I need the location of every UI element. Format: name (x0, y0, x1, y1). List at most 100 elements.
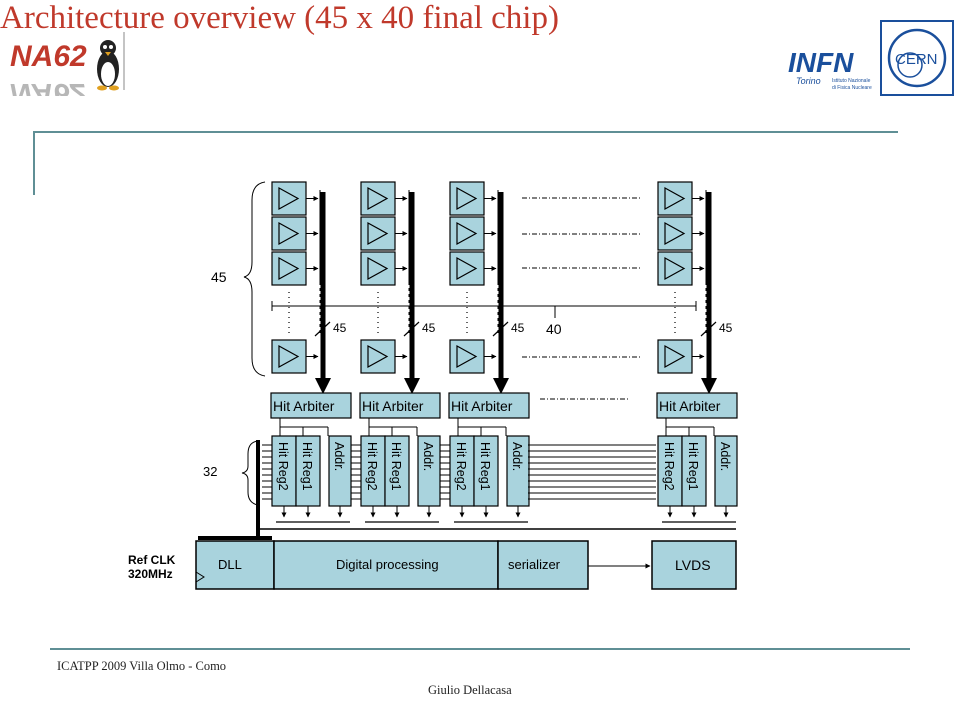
clock-input-icon (195, 571, 205, 583)
hit-reg1-label: Hit Reg1 (300, 442, 314, 491)
amplifier-icon (456, 344, 478, 369)
hit-reg2-label: Hit Reg2 (365, 442, 379, 491)
infn-logo-sub: Torino (796, 76, 821, 86)
hit-reg1-register (473, 435, 499, 507)
register-bus-lines (258, 444, 736, 530)
pixel-cell (657, 251, 693, 286)
hit-arbiter-label: Hit Arbiter (451, 398, 513, 414)
amplifier-icon (278, 186, 300, 211)
pixel-cell (449, 339, 485, 374)
infn-logo-caption-2: di Fisica Nucleare (832, 85, 872, 91)
amplifier-icon (278, 344, 300, 369)
lvds-label: LVDS (675, 557, 711, 573)
pixel-cell (657, 216, 693, 251)
rows-brace: 45 (211, 181, 266, 377)
top-rule (33, 131, 898, 133)
amplifier-icon (367, 344, 389, 369)
amplifier-icon (664, 256, 686, 281)
amplifier-icon (664, 186, 686, 211)
amplifier-icon (456, 186, 478, 211)
hit-arbiter-block (270, 392, 352, 419)
hit-arbiter-label: Hit Arbiter (362, 398, 424, 414)
amplifier-icon (664, 344, 686, 369)
footer-author: Giulio Dellacasa (428, 683, 512, 697)
amplifier-icon (664, 221, 686, 246)
pixel-cell (271, 216, 307, 251)
ref-clk-label: Ref CLK (128, 553, 176, 567)
hit-reg1-label: Hit Reg1 (478, 442, 492, 491)
hit-reg2-label: Hit Reg2 (276, 442, 290, 491)
hit-reg1-label: Hit Reg1 (686, 442, 700, 491)
pixel-cell (360, 339, 396, 374)
hit-arbiter-block (359, 392, 441, 419)
serializer-block (497, 540, 589, 590)
serializer-label: serializer (508, 557, 561, 572)
infn-logo-caption-1: Istituto Nazionale (832, 78, 871, 84)
hit-arbiter-block (656, 392, 738, 419)
pixel-cell (360, 181, 396, 216)
columns-dimension: 40 (271, 301, 697, 337)
pixel-cell (449, 216, 485, 251)
addr-label: Addr. (718, 442, 732, 471)
registers-brace: 32 (203, 440, 259, 506)
ref-clk-frequency-label: 320MHz (128, 567, 173, 581)
pixel-cell (271, 339, 307, 374)
pixel-cell (657, 181, 693, 216)
cern-logo-text: CERN (895, 51, 938, 68)
pixel-cell (449, 251, 485, 286)
bottom-rule (50, 648, 910, 650)
addr-label: Addr. (332, 442, 346, 471)
amplifier-icon (367, 221, 389, 246)
hit-reg2-register (449, 435, 475, 507)
amplifier-icon (456, 221, 478, 246)
digital-processing-label: Digital processing (336, 557, 439, 572)
columns-count-label: 40 (546, 321, 562, 337)
pixel-cell (657, 339, 693, 374)
infn-logo: INFN Torino Istituto Nazionale di Fisica… (786, 40, 876, 98)
processing-chain: DLL Digital processing serializer LVDS R… (128, 440, 737, 590)
hit-arbiter-label: Hit Arbiter (273, 398, 335, 414)
amplifier-icon (278, 256, 300, 281)
dll-block (195, 540, 275, 590)
pixel-cell (360, 251, 396, 286)
bus-width-label: 45 (511, 321, 525, 335)
lvds-block (651, 540, 737, 590)
hit-reg1-register (295, 435, 321, 507)
na62-logo: NA62 NA62 (8, 24, 126, 110)
dll-label: DLL (218, 557, 242, 572)
hit-reg2-register (360, 435, 386, 507)
hit-arbiter-block (448, 392, 530, 419)
bus-width-label: 45 (333, 321, 347, 335)
registers-count-label: 32 (203, 464, 217, 479)
pixel-cell (271, 181, 307, 216)
penguin-icon (97, 40, 119, 91)
na62-logo-text: NA62 (10, 40, 87, 73)
pixel-cell (271, 251, 307, 286)
rows-count-label: 45 (211, 269, 227, 285)
pixel-cell (360, 216, 396, 251)
footer-event: ICATPP 2009 Villa Olmo - Como (57, 659, 227, 673)
amplifier-icon (367, 186, 389, 211)
addr-label: Addr. (421, 442, 435, 471)
top-left-rule (33, 131, 35, 195)
cern-logo: CERN (880, 20, 954, 96)
hit-reg2-label: Hit Reg2 (662, 442, 676, 491)
amplifier-icon (456, 256, 478, 281)
pixel-cell (449, 181, 485, 216)
addr-label: Addr. (510, 442, 524, 471)
amplifier-icon (367, 256, 389, 281)
bus-width-label: 45 (422, 321, 436, 335)
digital-processing-block (273, 540, 499, 590)
column-ellipsis-lines (522, 197, 640, 400)
hit-reg2-register (657, 435, 683, 507)
hit-reg2-label: Hit Reg2 (454, 442, 468, 491)
infn-logo-text: INFN (788, 47, 854, 78)
amplifier-icon (278, 221, 300, 246)
page-title: Architecture overview (45 x 40 final chi… (0, 0, 559, 36)
